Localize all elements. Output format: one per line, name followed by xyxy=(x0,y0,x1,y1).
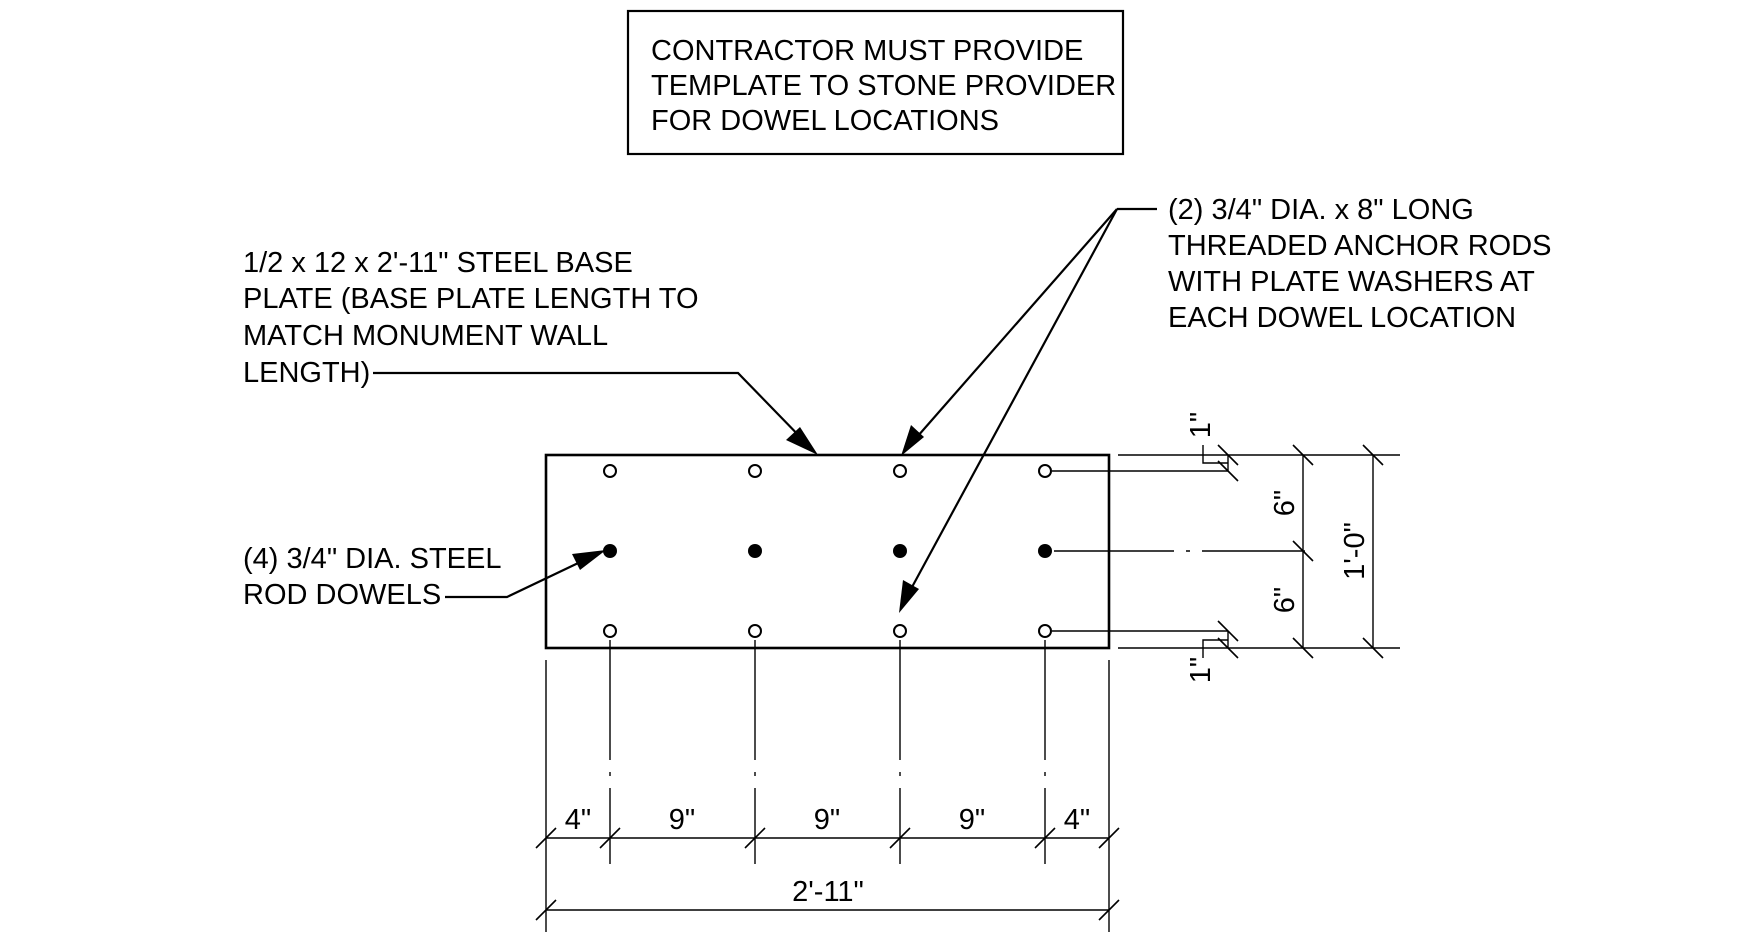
dimension-tick xyxy=(1034,827,1056,849)
anchor-rod-hole xyxy=(893,464,907,478)
anchor-rod-hole xyxy=(748,624,762,638)
dimension-leader-bottom-edge xyxy=(1202,639,1228,658)
anchor-rod-hole xyxy=(1038,464,1052,478)
anchor-rod-hole xyxy=(748,464,762,478)
base-plate-note-line-2: PLATE (BASE PLATE LENGTH TO xyxy=(243,283,699,315)
base-plate-leader-arrowhead xyxy=(786,427,818,455)
dowel-hole xyxy=(603,544,617,558)
dimension-tick xyxy=(1362,637,1384,659)
base-plate-note-line-4: LENGTH) xyxy=(243,357,370,389)
vertical-dimensions: 6" 6" 1'-0" 1" 1" xyxy=(1185,412,1384,683)
dimension-tick xyxy=(1217,620,1239,642)
dimension-tick xyxy=(1217,460,1239,482)
dimension-label-upper-six: 6" xyxy=(1269,490,1301,516)
base-plate-note: 1/2 x 12 x 2'-11" STEEL BASE PLATE (BASE… xyxy=(243,247,818,455)
horizontal-dimensions: 4" 9" 9" 9" 4" 2'-11" xyxy=(535,804,1120,921)
dimension-tick xyxy=(599,827,621,849)
steel-base-plate xyxy=(544,453,1111,650)
anchor-rods-note-line-2: THREADED ANCHOR RODS xyxy=(1168,230,1552,262)
anchor-rods-leader-lower xyxy=(904,208,1118,601)
anchor-rod-hole xyxy=(603,464,617,478)
dimension-tick xyxy=(1292,637,1314,659)
dimension-tick xyxy=(535,827,557,849)
dimension-leader-top-edge xyxy=(1202,445,1228,464)
dimension-label-right-edge: 4" xyxy=(1064,804,1090,836)
template-note-line-3: FOR DOWEL LOCATIONS xyxy=(651,105,999,137)
anchor-rods-note: (2) 3/4" DIA. x 8" LONG THREADED ANCHOR … xyxy=(899,194,1552,613)
dimension-tick xyxy=(1098,899,1120,921)
anchor-rod-hole xyxy=(603,624,617,638)
dimension-tick xyxy=(889,827,911,849)
dimension-label-bottom-edge: 1" xyxy=(1185,657,1217,683)
base-plate-note-line-1: 1/2 x 12 x 2'-11" STEEL BASE xyxy=(243,247,633,279)
base-plate-leader-line xyxy=(373,371,809,446)
anchor-rods-leader-lower-arrowhead xyxy=(899,580,919,613)
dimension-tick xyxy=(1362,444,1384,466)
template-note: CONTRACTOR MUST PROVIDE TEMPLATE TO STON… xyxy=(626,9,1125,156)
dimension-label-span-2: 9" xyxy=(814,804,840,836)
dimension-tick xyxy=(1292,444,1314,466)
dowels-note: (4) 3/4" DIA. STEEL ROD DOWELS xyxy=(243,543,606,611)
anchor-rods-note-line-1: (2) 3/4" DIA. x 8" LONG xyxy=(1168,194,1474,226)
dowels-leader-line xyxy=(445,554,596,599)
dowels-note-line-1: (4) 3/4" DIA. STEEL xyxy=(243,543,502,575)
template-note-line-2: TEMPLATE TO STONE PROVIDER xyxy=(651,70,1116,102)
template-note-line-1: CONTRACTOR MUST PROVIDE xyxy=(651,35,1083,67)
dimension-label-span-1: 9" xyxy=(669,804,695,836)
anchor-rods-note-line-3: WITH PLATE WASHERS AT xyxy=(1168,266,1535,298)
dowels-leader-arrowhead xyxy=(572,550,606,570)
anchor-rods-leader-upper xyxy=(909,208,1118,446)
dimension-label-top-edge: 1" xyxy=(1185,412,1217,438)
template-note-box xyxy=(626,9,1125,156)
dimension-tick xyxy=(1217,637,1239,659)
anchor-rod-hole xyxy=(893,624,907,638)
dowel-hole xyxy=(748,544,762,558)
dimension-tick xyxy=(1098,827,1120,849)
dowel-hole xyxy=(1038,544,1052,558)
dowels-note-line-2: ROD DOWELS xyxy=(243,579,441,611)
dimension-label-lower-six: 6" xyxy=(1269,587,1301,613)
vertical-center-lines xyxy=(545,640,1110,932)
dimension-tick xyxy=(535,899,557,921)
dimension-label-overall-width: 2'-11" xyxy=(792,876,864,908)
dimension-tick xyxy=(744,827,766,849)
dimension-tick xyxy=(1217,444,1239,466)
anchor-rod-hole xyxy=(1038,624,1052,638)
dimension-label-left-edge: 4" xyxy=(565,804,591,836)
dimension-tick xyxy=(1292,540,1314,562)
anchor-rods-note-line-4: EACH DOWEL LOCATION xyxy=(1168,302,1516,334)
anchor-rods-leader-upper-arrowhead xyxy=(901,425,924,456)
dowel-hole xyxy=(893,544,907,558)
dimension-label-span-3: 9" xyxy=(959,804,985,836)
base-plate-note-line-3: MATCH MONUMENT WALL xyxy=(243,320,608,352)
holes xyxy=(603,464,1052,638)
dimension-label-overall-height: 1'-0" xyxy=(1339,522,1371,580)
horizontal-center-lines xyxy=(1052,454,1400,649)
